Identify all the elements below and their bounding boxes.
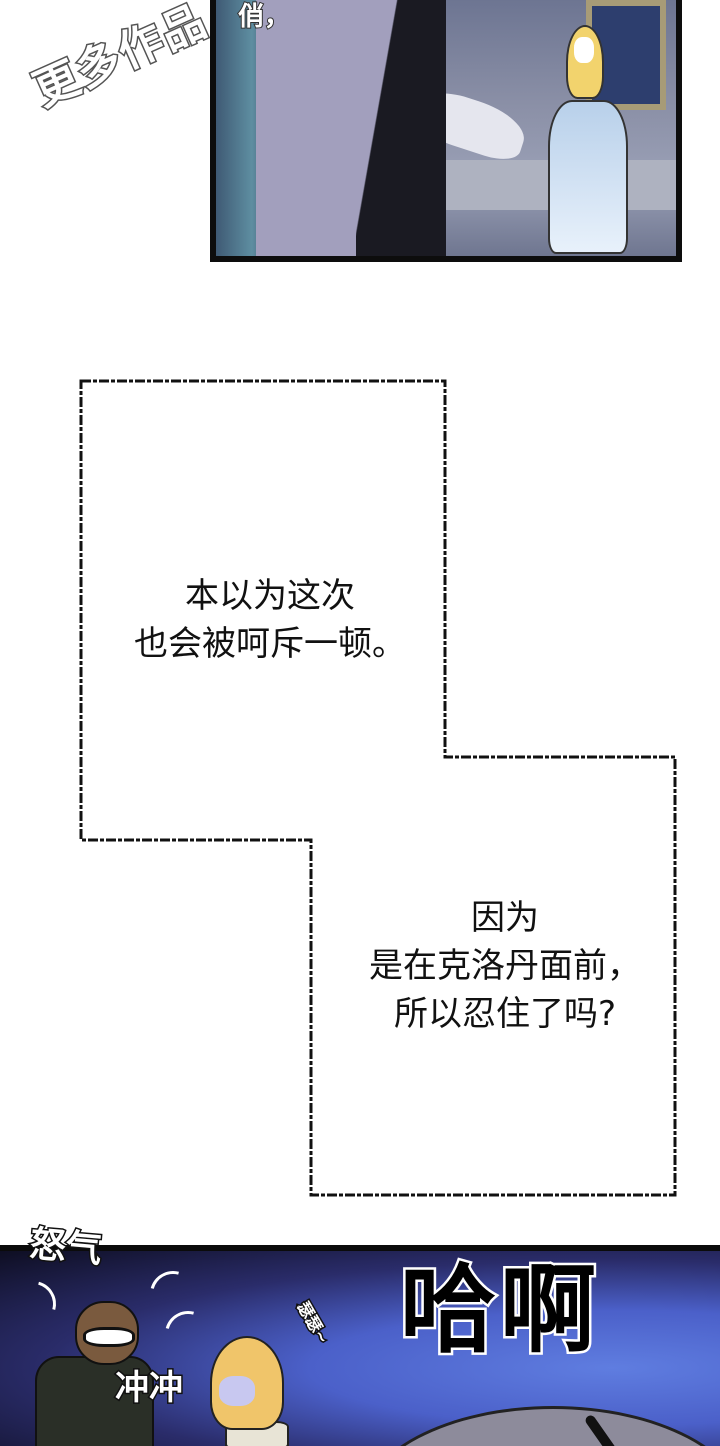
girl-face <box>219 1376 255 1406</box>
man-suit <box>35 1356 154 1446</box>
nightgown <box>548 100 628 254</box>
sfx-anger: 怒气 <box>27 1222 105 1272</box>
speech-fragment: 俏， <box>237 1 291 33</box>
angry-man-figure <box>35 1301 154 1446</box>
narration-line: 所以忍住了吗? <box>393 994 617 1034</box>
narration-line: 是在克洛丹面前， <box>369 946 641 986</box>
girl-face <box>574 37 594 63</box>
sfx-haa: 哈啊 <box>398 1252 600 1369</box>
narration-line: 本以为这次 <box>185 576 355 616</box>
dress-shadow <box>356 0 446 256</box>
narration-box-2: 因为 是在克洛丹面前， 所以忍住了吗? <box>330 894 680 1038</box>
blonde-girl-shivering <box>205 1336 295 1446</box>
man-angry-eyes <box>83 1327 135 1347</box>
narration-line: 也会被呵斥一顿。 <box>134 624 406 664</box>
sfx-fuming: 冲冲 <box>114 1367 185 1410</box>
narration-box-1: 本以为这次 也会被呵斥一顿。 <box>100 572 440 668</box>
gray-haired-head <box>360 1406 720 1446</box>
blonde-girl-figure <box>546 25 628 255</box>
top-comic-panel <box>210 0 682 262</box>
bottom-comic-panel <box>0 1245 720 1446</box>
narration-line: 因为 <box>471 898 539 938</box>
